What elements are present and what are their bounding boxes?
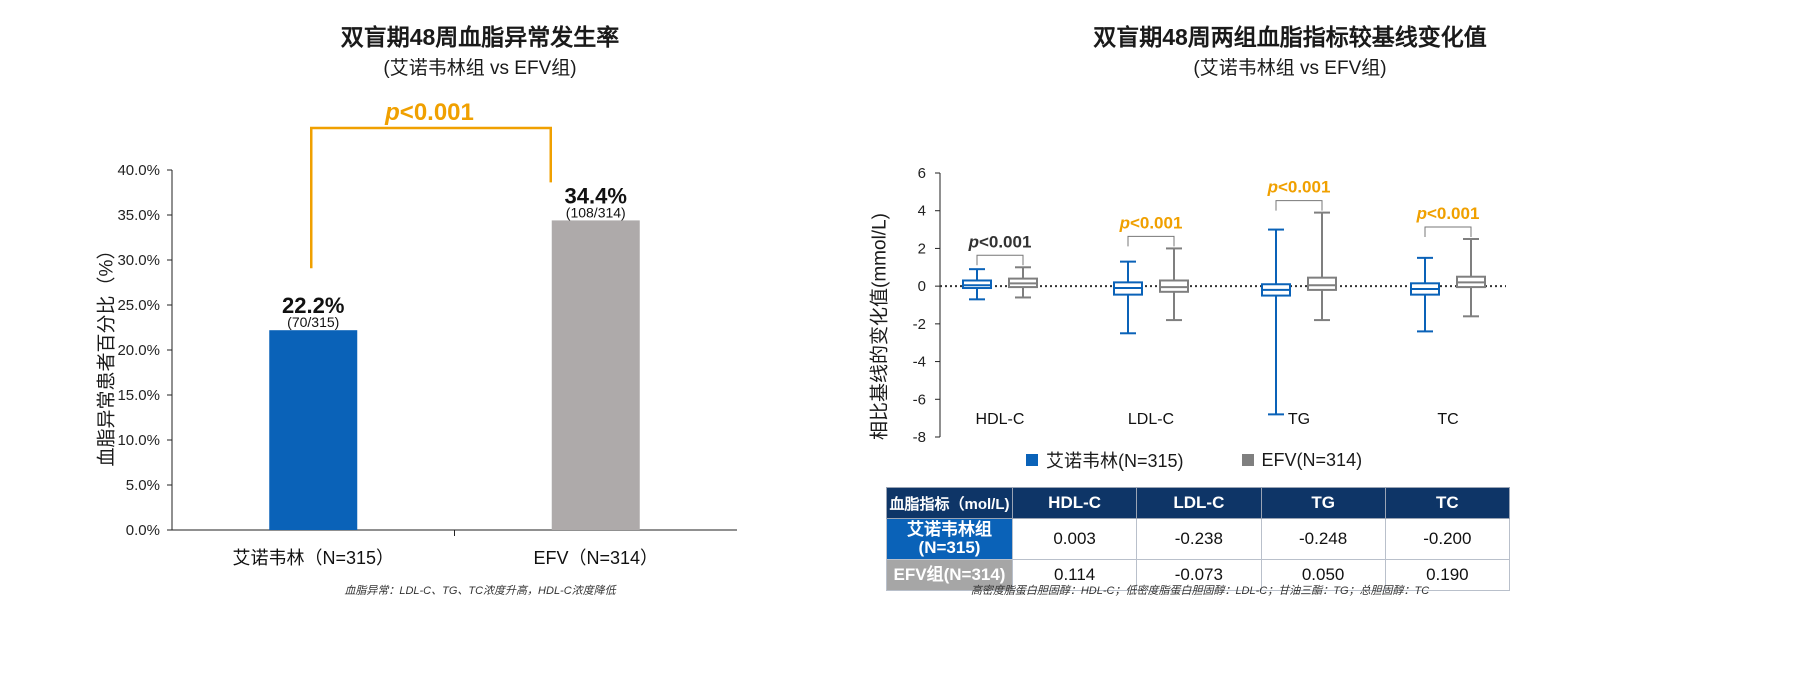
table-header-cell: 血脂指标（mol/L) [886,487,1013,519]
bar [269,330,358,530]
p-value-label: p<0.001 [384,99,474,126]
row-label-line2: (N=315) [918,538,981,557]
significance-bracket [976,254,1024,266]
right-chart-title: 双盲期48周两组血脂指标较基线变化值 [1093,24,1487,50]
right-chart-subtitle: (艾诺韦林组 vs EFV组) [1193,58,1387,79]
y-tick-label: 4 [918,203,926,220]
y-tick-label: 10.0% [117,432,160,449]
table-header-cell: LDL-C [1136,487,1262,519]
significance-bracket [310,126,552,269]
bar-count-label: (70/315) [287,314,339,330]
table-cell: 0.050 [1260,559,1386,591]
x-tick-label: EFV（N=314） [533,548,658,568]
bar [551,220,640,530]
table-cell: -0.238 [1136,518,1262,560]
legend-label-series-1: 艾诺韦林(N=315) [1046,451,1184,471]
y-tick-label: 15.0% [117,387,160,404]
left-chart-title: 双盲期48周血脂异常发生率 [340,24,620,50]
table-cell: 0.114 [1011,559,1138,591]
table-row-label: 艾诺韦林组 (N=315) [886,518,1013,560]
table-header-row: 血脂指标（mol/L) HDL-C LDL-C TG TC [886,487,1511,519]
table-header-cell: TG [1260,487,1386,519]
p-value-label: p<0.001 [1267,178,1331,197]
table-cell: -0.248 [1260,518,1386,560]
y-tick-label: 30.0% [117,252,160,269]
x-category-label: TC [1437,411,1458,428]
y-tick-label: 2 [918,240,926,257]
table-cell: 0.190 [1384,559,1511,591]
bar-value-label: 22.2% [282,293,344,318]
x-tick-label: 艾诺韦林（N=315） [232,548,394,568]
p-value-label: p<0.001 [1416,204,1480,223]
y-tick-label: 0 [918,278,926,295]
legend-swatch-gray [1241,454,1254,466]
table-header-cell: TC [1384,487,1511,519]
x-category-label: TG [1288,411,1310,428]
right-footnote: 高密度脂蛋白胆固醇：HDL-C；低密度脂蛋白胆固醇：LDL-C；甘油三酯：TG；… [970,585,1430,597]
significance-bracket [1127,235,1175,247]
y-tick-label: -6 [913,391,926,408]
significance-bracket [1275,200,1323,211]
legend-label-series-2: EFV(N=314) [1261,449,1363,470]
table-cell: -0.073 [1136,559,1262,591]
bar-value-label: 34.4% [565,183,627,208]
left-chart-subtitle: (艾诺韦林组 vs EFV组) [383,58,577,79]
x-category-label: LDL-C [1128,411,1174,428]
table-row: 艾诺韦林组 (N=315) 0.003 -0.238 -0.248 -0.200 [886,518,1511,560]
table-row-label: EFV组(N=314) [886,559,1013,591]
y-tick-label: 25.0% [117,297,160,314]
lipid-change-table: 血脂指标（mol/L) HDL-C LDL-C TG TC 艾诺韦林组 (N=3… [886,487,1511,591]
y-tick-label: -2 [913,316,926,333]
x-category-label: HDL-C [976,411,1025,428]
y-tick-label: -8 [913,429,926,446]
y-tick-label: 5.0% [126,477,160,494]
y-tick-label: -4 [913,354,926,371]
row-label-line1: 艾诺韦林组 [907,520,992,540]
y-tick-label: 0.0% [126,522,160,539]
bar-count-label: (108/314) [566,204,626,220]
y-tick-label: 20.0% [117,342,160,359]
legend-swatch-blue [1026,454,1038,466]
significance-bracket [1424,226,1472,237]
box-iqr [1307,276,1337,291]
table-cell: 0.003 [1011,518,1138,560]
y-tick-label: 40.0% [117,162,160,179]
table-cell: -0.200 [1384,518,1511,560]
left-bar-chart: 0.0% 5.0% 10.0% 15.0% 20.0% 25.0% 30.0% 35.0% 40… [117,99,737,568]
y-tick-label: 35.0% [117,207,160,224]
p-value-label: p<0.001 [968,232,1032,251]
p-value-label: p<0.001 [1119,213,1183,232]
box-chart-legend: 艾诺韦林(N=315) EFV(N=314) [1026,447,1362,473]
table-header-cell: HDL-C [1011,487,1138,519]
left-footnote: 血脂异常：LDL-C、TG、TC浓度升高，HDL-C浓度降低 [344,585,616,597]
table-row: EFV组(N=314) 0.114 -0.073 0.050 0.190 [886,559,1511,591]
y-tick-label: 6 [918,165,926,182]
